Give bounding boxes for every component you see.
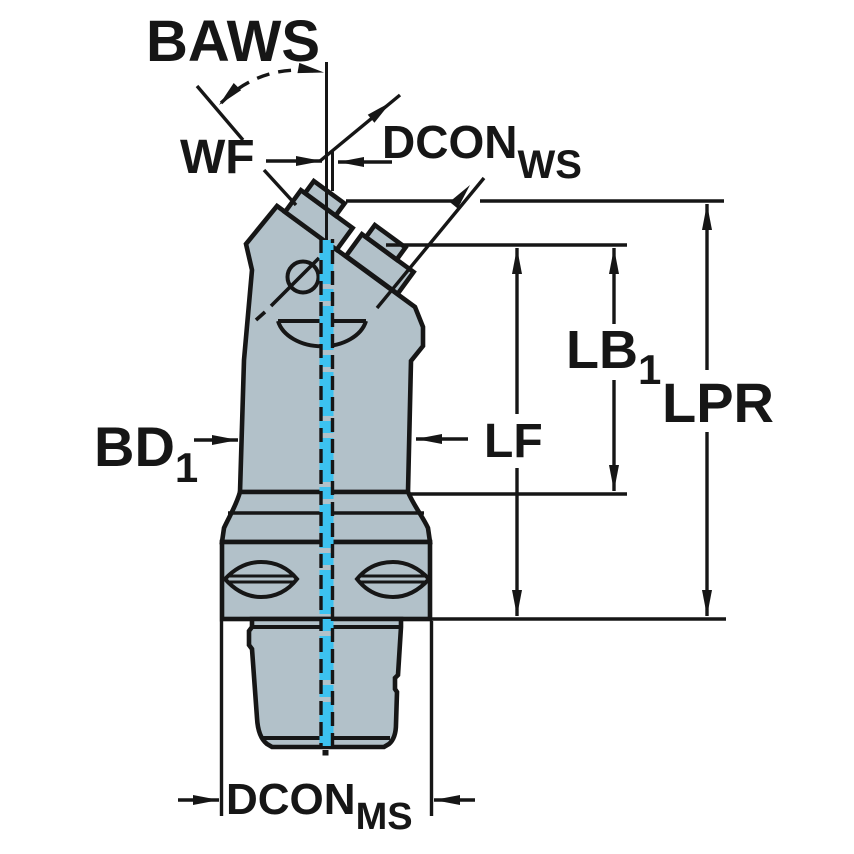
dimension-dcon-ms: DCONMS — [178, 621, 475, 838]
centerline — [319, 62, 335, 756]
baws-label: BAWS — [146, 9, 320, 74]
lpr-label: LPR — [662, 371, 774, 434]
flange-slot-right — [354, 559, 432, 600]
dcon-ws-line-lower — [375, 176, 486, 310]
dimension-dcon-ws: DCONWS — [318, 93, 582, 310]
baws-arrow-left — [219, 82, 242, 105]
flange-slot-left — [222, 559, 300, 600]
tool-body — [219, 177, 433, 750]
bd1-label: BD1 — [94, 415, 198, 491]
dimension-lb1: LB1 — [386, 243, 661, 496]
lb1-label: LB1 — [566, 320, 661, 393]
centerline-end-dot — [322, 750, 329, 756]
dimension-baws: BAWS — [146, 9, 324, 207]
dcon-ws-arrow-upper — [367, 102, 391, 123]
dimension-lf: LF — [416, 248, 543, 616]
hole-slash-dash — [254, 310, 267, 322]
dimension-bd1: BD1 — [94, 415, 238, 491]
baws-extension-line-lower — [262, 168, 298, 207]
clamp-screw-hole — [285, 259, 321, 295]
hole-slash-line — [269, 256, 321, 308]
dimension-wf: WF — [180, 131, 392, 191]
baws-arrow-right — [297, 62, 324, 74]
dcon-ms-label: DCONMS — [226, 775, 413, 838]
baws-extension-line-upper — [195, 84, 245, 142]
dcon-ws-label: DCONWS — [382, 116, 582, 187]
coupling-tooth-2 — [342, 221, 417, 298]
wf-label: WF — [180, 131, 255, 184]
lf-label: LF — [484, 415, 543, 468]
machine-side-coupling — [246, 616, 404, 750]
dimension-lpr: LPR — [346, 199, 774, 621]
